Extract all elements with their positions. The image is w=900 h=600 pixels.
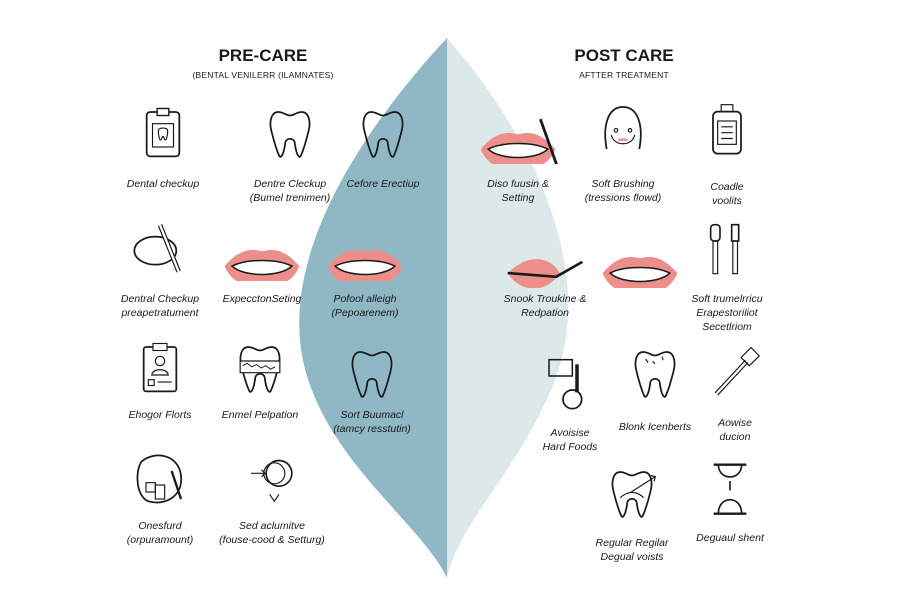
- toothbrushes-icon: [709, 223, 740, 275]
- smile-icon: [224, 249, 300, 281]
- item-label: ExpecctonSeting: [222, 293, 302, 305]
- item-label: Regular Regilar: [595, 537, 669, 549]
- item-label: Sort Buumacl: [340, 409, 404, 421]
- pre-care-item: Sed aclumitve (fouse-cood & Setturg): [207, 450, 337, 546]
- item-label: Cefore Erectiup: [346, 178, 420, 190]
- tooth-icon: [362, 111, 404, 158]
- item-label: Sed aclumitve: [239, 520, 305, 532]
- post-care-item: Coadle voolits: [662, 100, 792, 207]
- item-label: Blonk Icenberts: [618, 421, 692, 433]
- pre-care-item: ExpecctonSeting: [197, 225, 327, 305]
- item-label: Dentre Cleckup: [253, 178, 327, 190]
- item-label: ducion: [719, 431, 751, 443]
- pre-care-item: Enmel Pelpation: [195, 340, 325, 421]
- pre-care-item: Sort Buumacl (tamcy resstutin): [307, 345, 437, 435]
- pre-care-item: Dentre Cleckup (Bumel trenimen): [225, 105, 355, 204]
- face-icon: [604, 106, 642, 150]
- item-label: Coadle: [710, 181, 744, 193]
- hourglass-icon: [713, 463, 747, 515]
- post-care-item: Deguaul shent: [665, 460, 795, 544]
- item-label: (Bumel trenimen): [249, 192, 331, 204]
- pre-care-item: Cefore Erectiup: [318, 105, 448, 190]
- item-label: Erapestoriliot: [696, 307, 758, 319]
- smile-icon: [327, 249, 403, 281]
- item-label: Secetlriom: [702, 321, 752, 333]
- item-label: (tamcy resstutin): [333, 423, 411, 435]
- item-label: Degual voists: [600, 551, 664, 563]
- toothbrush-icon: [714, 346, 761, 396]
- shade-kit-icon: [136, 454, 183, 504]
- post-care-item: Diso fuusin & Setting: [453, 108, 583, 204]
- pre-care-leaf: [299, 38, 447, 578]
- item-label: Dentral Checkup: [120, 293, 200, 305]
- pre-care-item: Dental checkup: [98, 105, 228, 190]
- pre-care-item: Pofool alleigh (Pepoarenem): [300, 225, 430, 319]
- item-label: preapetratument: [121, 307, 199, 319]
- magnifier-icon: [548, 358, 583, 410]
- item-label: Dental checkup: [126, 178, 200, 190]
- item-label: Snook Troukine &: [503, 293, 587, 305]
- smile-floss-icon: [480, 118, 558, 164]
- item-label: Deguaul shent: [696, 532, 764, 544]
- post-care-item: Snook Troukine & Redpation: [480, 232, 610, 319]
- pre-care-subtitle: (BENTAL VENILERR (ILAMNATES): [192, 70, 334, 80]
- clipboard-tooth-icon: [145, 107, 181, 158]
- item-label: Setting: [501, 192, 535, 204]
- veneer-tool-icon: [133, 224, 181, 273]
- item-label: Soft Brushing: [591, 178, 655, 190]
- item-label: (fouse-cood & Setturg): [219, 534, 325, 546]
- pre-care-item: Dentral Checkup preapetratument: [95, 218, 225, 319]
- post-care-item: Aowise ducion: [670, 345, 800, 443]
- item-label: Ehogor Florts: [128, 409, 192, 421]
- smile-icon: [602, 256, 678, 288]
- tooth-arrow-icon: [611, 471, 657, 518]
- bottle-icon: [712, 104, 742, 155]
- circle-arrow-icon: [251, 459, 293, 503]
- tooth-icon: [269, 111, 311, 158]
- pre-care-item: Ehogor Florts: [95, 340, 225, 421]
- lips-tool-icon: [507, 259, 583, 288]
- item-label: voolits: [712, 195, 742, 207]
- item-label: Hard Foods: [542, 441, 598, 453]
- item-label: Onesfurd: [138, 520, 182, 532]
- post-care-subtitle: AFTTER TREATMENT: [579, 70, 669, 80]
- pre-care-title: PRE-CARE: [218, 46, 308, 65]
- item-label: Soft trumelrricu: [691, 293, 763, 305]
- item-label: Aowise: [718, 417, 752, 429]
- post-care-item: [575, 232, 705, 288]
- item-label: Enmel Pelpation: [221, 409, 299, 421]
- item-label: Diso fuusin &: [487, 178, 549, 190]
- post-care-leaf: [447, 38, 569, 578]
- post-care-item: Soft Brushing (tressions flowd): [558, 100, 688, 204]
- post-care-title: POST CARE: [574, 46, 674, 65]
- item-label: Redpation: [521, 307, 569, 319]
- item-label: Pofool alleigh: [333, 293, 397, 305]
- pre-care-item: Onesfurd (orpuramount): [95, 450, 225, 546]
- item-label: (orpuramount): [126, 534, 194, 546]
- clipboard-person-icon: [142, 342, 178, 393]
- post-care-item: Blonk Icenberts: [590, 345, 720, 433]
- item-label: (Pepoarenem): [331, 307, 399, 319]
- cracked-tooth-icon: [634, 351, 676, 398]
- item-label: Avoisise: [550, 427, 590, 439]
- enamel-tooth-icon: [239, 346, 281, 393]
- tooth-outline-icon: [351, 351, 393, 398]
- item-label: (tressions flowd): [584, 192, 662, 204]
